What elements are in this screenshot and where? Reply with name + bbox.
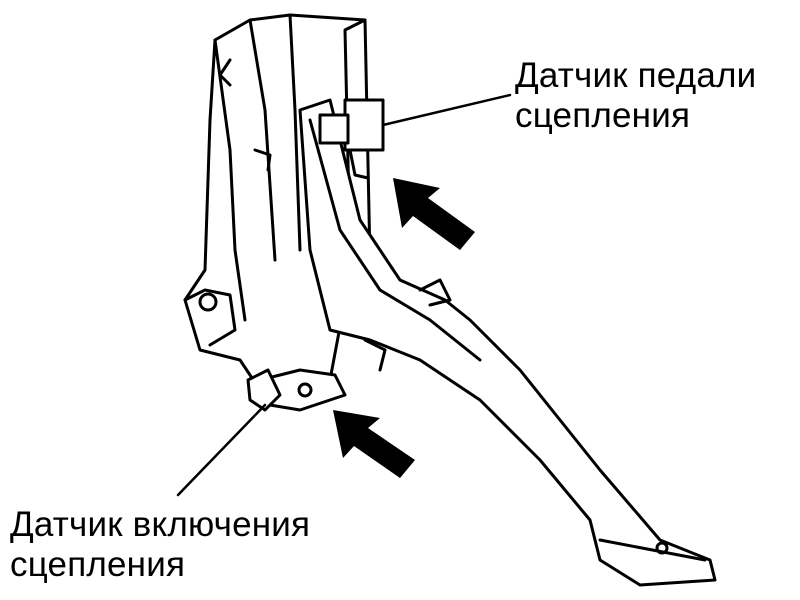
pedal-sensor-label-line2: сцепления	[515, 96, 691, 135]
pedal-sensor-label: Датчик педали сцепления	[515, 56, 756, 136]
pedal-position-sensor	[318, 98, 385, 180]
pedal-sensor-label-line1: Датчик педали	[515, 56, 757, 95]
pedal-arm	[298, 98, 717, 587]
switch-sensor-label: Датчик включения сцепления	[10, 505, 310, 585]
arrow-pointer-upper	[393, 178, 475, 250]
leader-line-switch-sensor	[176, 403, 267, 497]
switch-sensor-label-line2: сцепления	[10, 545, 186, 584]
clutch-switch	[246, 368, 282, 412]
switch-sensor-label-line1: Датчик включения	[10, 505, 311, 544]
leader-line-pedal-sensor	[381, 93, 512, 127]
arrow-pointer-lower	[333, 410, 415, 478]
